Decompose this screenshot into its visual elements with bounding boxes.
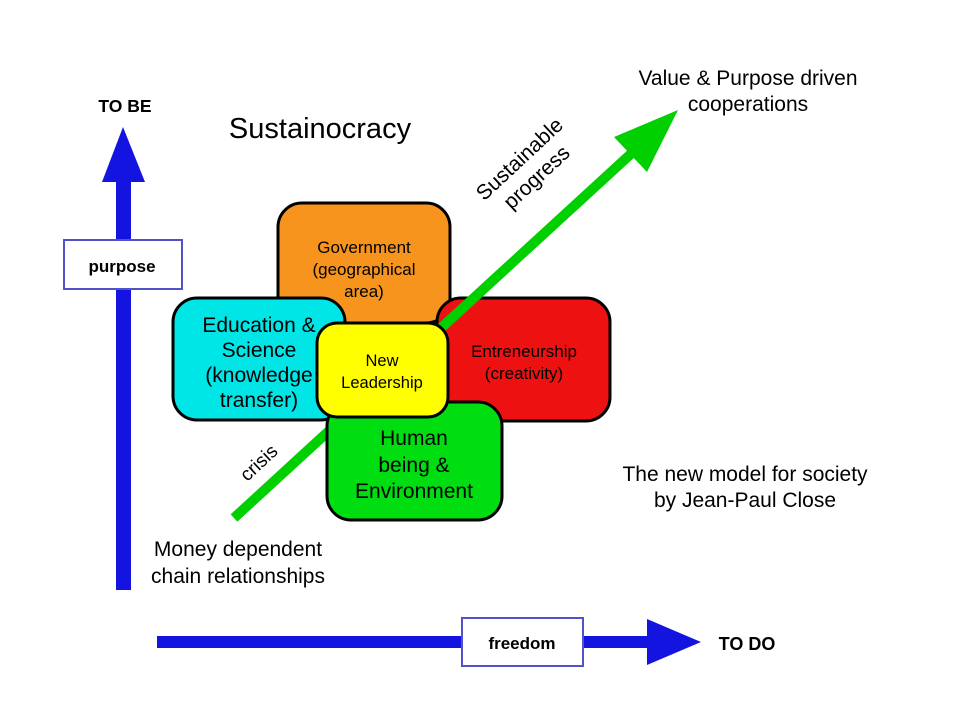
- target-label-line1: Value & Purpose driven: [638, 67, 857, 90]
- entrepreneurship-label-line2: (creativity): [485, 364, 563, 383]
- human-label-line1: Human: [380, 427, 448, 450]
- progress-arrowhead-icon: [614, 110, 678, 172]
- purpose-tag-box: [63, 239, 183, 290]
- x-axis-arrowhead-icon: [647, 619, 701, 665]
- leadership-box-shape: [315, 321, 450, 419]
- box-new-leadership: New Leadership: [315, 321, 450, 419]
- freedom-tag-label: freedom: [488, 634, 555, 653]
- human-label-line2: being &: [378, 454, 449, 477]
- education-label-line3: (knowledge: [205, 364, 312, 387]
- origin-label-line2: chain relationships: [151, 565, 325, 588]
- page-title: Sustainocracy: [229, 113, 412, 145]
- education-label-line4: transfer): [220, 389, 298, 412]
- education-label-line2: Science: [222, 339, 297, 362]
- education-label-line1: Education &: [202, 314, 315, 337]
- origin-label-line1: Money dependent: [154, 538, 322, 561]
- target-label-line2: cooperations: [688, 93, 808, 116]
- credit-line2: by Jean-Paul Close: [654, 489, 836, 512]
- x-axis-label: TO DO: [719, 634, 776, 654]
- y-axis-arrowhead-icon: [102, 127, 145, 182]
- box-education-science: Education & Science (knowledge transfer): [171, 296, 347, 422]
- credit-line1: The new model for society: [622, 463, 868, 486]
- x-axis: freedom TO DO: [157, 617, 776, 667]
- freedom-tag-box: [461, 617, 584, 667]
- y-axis-label: TO BE: [98, 96, 151, 116]
- y-axis: TO BE purpose: [63, 96, 183, 590]
- leadership-label-line1: New: [365, 352, 398, 370]
- entrepreneurship-label-line1: Entreneurship: [471, 342, 577, 361]
- box-entrepreneurship: Entreneurship (creativity): [435, 296, 612, 423]
- human-label-line3: Environment: [355, 480, 473, 503]
- government-label-line1: Government: [317, 238, 411, 257]
- government-label-line2: (geographical: [312, 260, 415, 279]
- y-axis-line: [116, 176, 131, 590]
- box-human-environment: Human being & Environment: [325, 400, 504, 522]
- leadership-label-line2: Leadership: [341, 374, 423, 392]
- box-government: Government (geographical area): [276, 201, 452, 325]
- purpose-tag-label: purpose: [88, 257, 155, 276]
- government-label-line3: area): [344, 282, 384, 301]
